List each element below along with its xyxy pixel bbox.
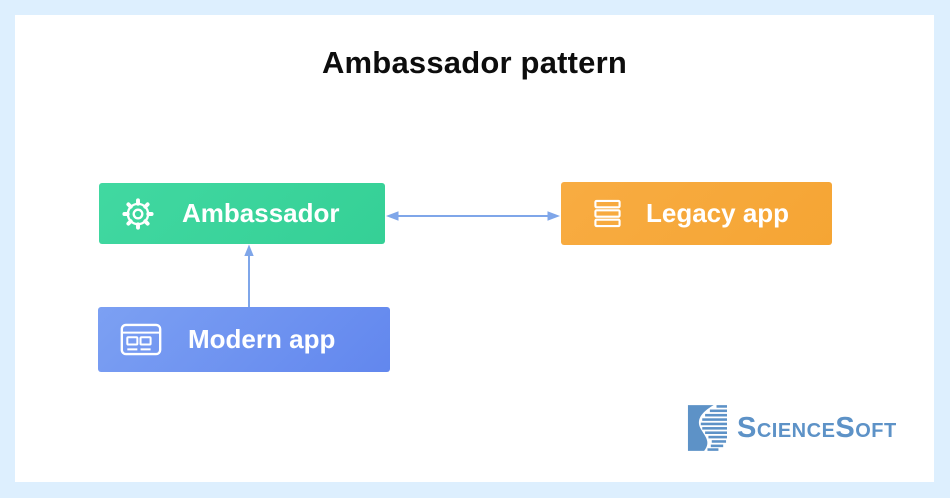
node-ambassador: Ambassador — [99, 183, 385, 244]
browser-icon — [120, 323, 162, 356]
edge-ambassador-legacy-arrow — [386, 211, 560, 221]
edge-modern-ambassador-arrow — [244, 244, 254, 307]
node-ambassador-label: Ambassador — [182, 198, 340, 228]
sciencesoft-logo: ScienceSoft — [687, 404, 897, 452]
diagram-title: Ambassador pattern — [321, 45, 628, 80]
node-legacy-app-label: Legacy app — [646, 198, 790, 228]
node-modern-app-label: Modern app — [188, 324, 336, 354]
stack-icon — [593, 199, 622, 228]
diagram-card: Ambassador pattern — [15, 15, 934, 482]
node-modern-app: Modern app — [98, 307, 390, 372]
node-legacy-app: Legacy app — [561, 182, 832, 245]
sciencesoft-logo-icon — [687, 405, 727, 451]
sciencesoft-logo-text: ScienceSoft — [737, 411, 897, 444]
gear-icon — [121, 197, 155, 231]
